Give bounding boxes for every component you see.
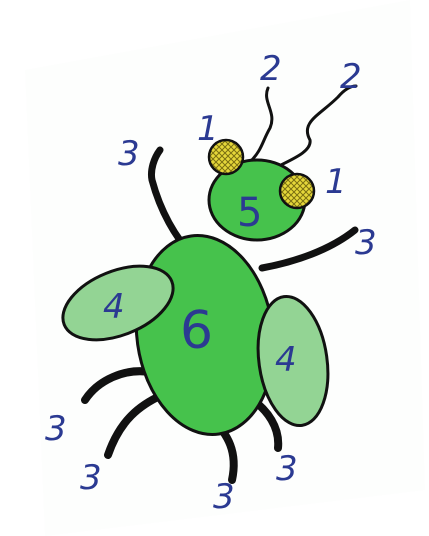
label-leg-upper-left: 3 — [118, 134, 140, 174]
label-head: 5 — [237, 190, 262, 236]
label-antenna-left: 2 — [260, 49, 282, 89]
eye-right — [280, 174, 314, 208]
label-leg-mid-right: 3 — [276, 449, 298, 489]
label-body: 6 — [180, 301, 213, 361]
label-leg-low-left: 3 — [80, 458, 102, 498]
label-eye-left: 1 — [197, 109, 219, 149]
label-eye-right: 1 — [325, 162, 347, 202]
label-leg-bottom: 3 — [213, 477, 235, 517]
label-antenna-right: 2 — [340, 57, 362, 97]
label-leg-mid-left: 3 — [45, 409, 67, 449]
label-leg-upper-right: 3 — [355, 223, 377, 263]
label-wing-right: 4 — [275, 340, 297, 380]
label-wing-left: 4 — [103, 287, 125, 327]
